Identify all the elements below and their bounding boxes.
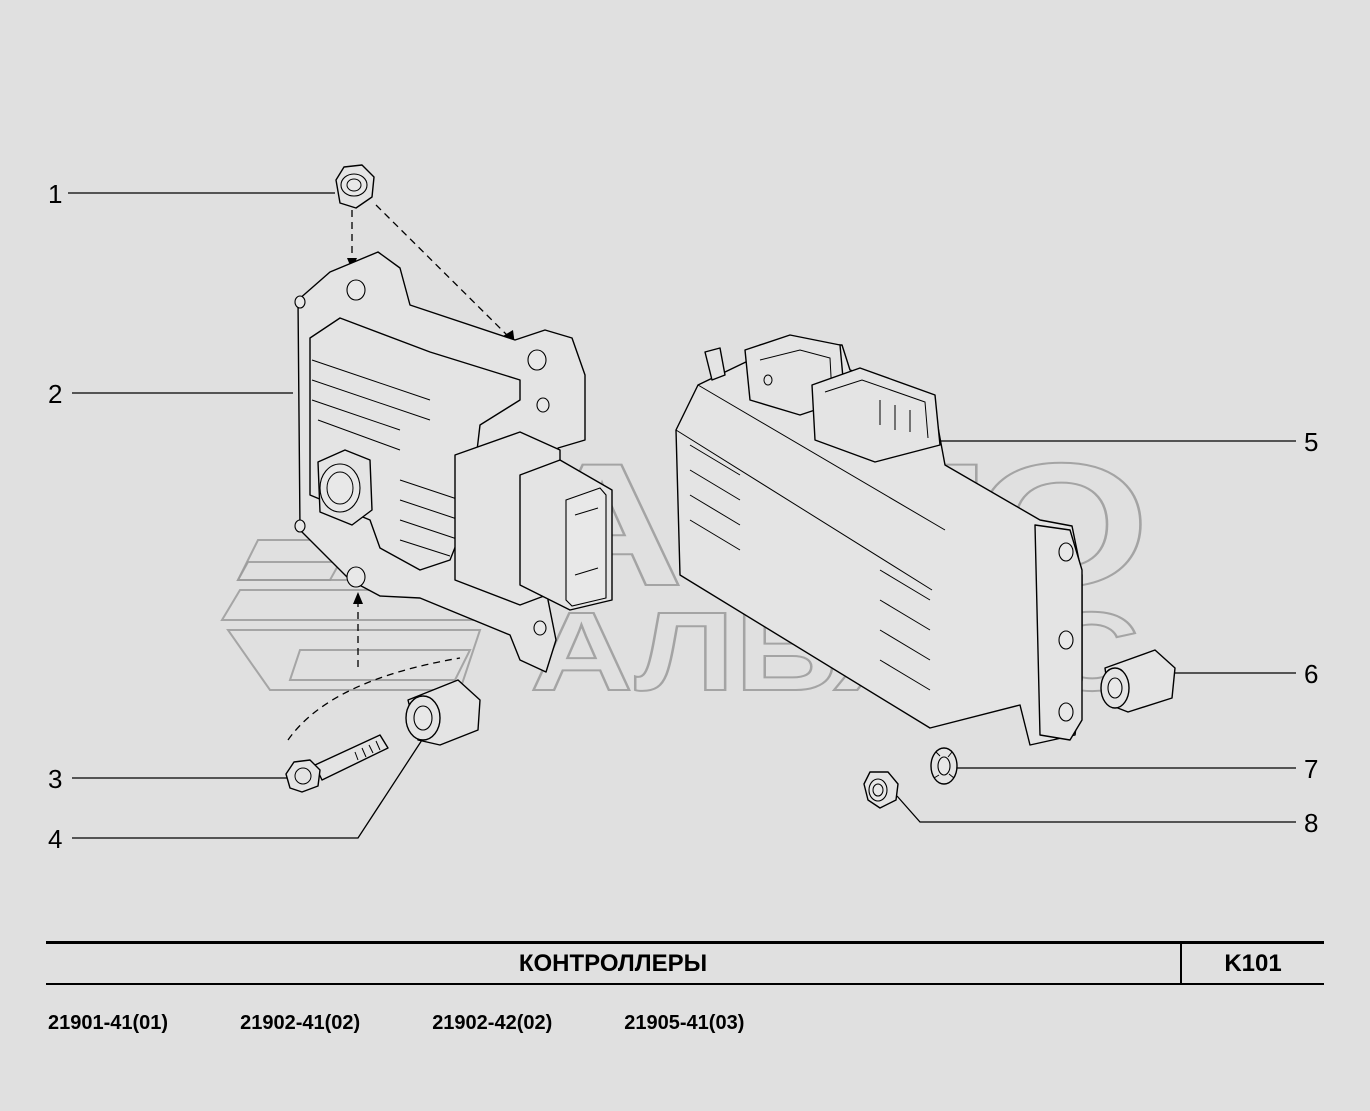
leader-lines: [68, 192, 1296, 839]
callout-5: 5: [1304, 427, 1318, 457]
callouts: 1 2 3 4 5 6 7 8: [48, 179, 1318, 854]
callout-8: 8: [1304, 808, 1318, 838]
flange-nut-part: [335, 164, 375, 209]
model-code: 21901-41(01): [48, 1012, 169, 1034]
callout-6: 6: [1304, 659, 1318, 689]
nut-part: [863, 771, 899, 809]
catalog-code: K101: [1224, 949, 1282, 977]
model-code: 21902-41(02): [240, 1012, 361, 1034]
bolt-part: [285, 734, 389, 793]
controller-with-bracket-part: [294, 251, 613, 673]
controller-part: [675, 334, 1083, 746]
lock-washer-part: [930, 747, 958, 785]
callout-3: 3: [48, 764, 62, 794]
page-title: КОНТРОЛЛЕРЫ: [518, 949, 708, 977]
callout-2: 2: [48, 379, 62, 409]
applicability-list: 21901-41(01) 21902-41(02) 21902-42(02) 2…: [48, 1012, 816, 1040]
bushing-sleeve-part: [405, 679, 481, 746]
title-divider: [1180, 944, 1182, 983]
callout-4: 4: [48, 824, 62, 854]
callout-7: 7: [1304, 754, 1318, 784]
model-code: 21905-41(03): [624, 1012, 745, 1034]
model-code: 21902-42(02): [432, 1012, 553, 1034]
sleeve-part: [1100, 649, 1176, 713]
callout-1: 1: [48, 179, 62, 209]
title-bar: КОНТРОЛЛЕРЫ K101: [46, 941, 1324, 985]
